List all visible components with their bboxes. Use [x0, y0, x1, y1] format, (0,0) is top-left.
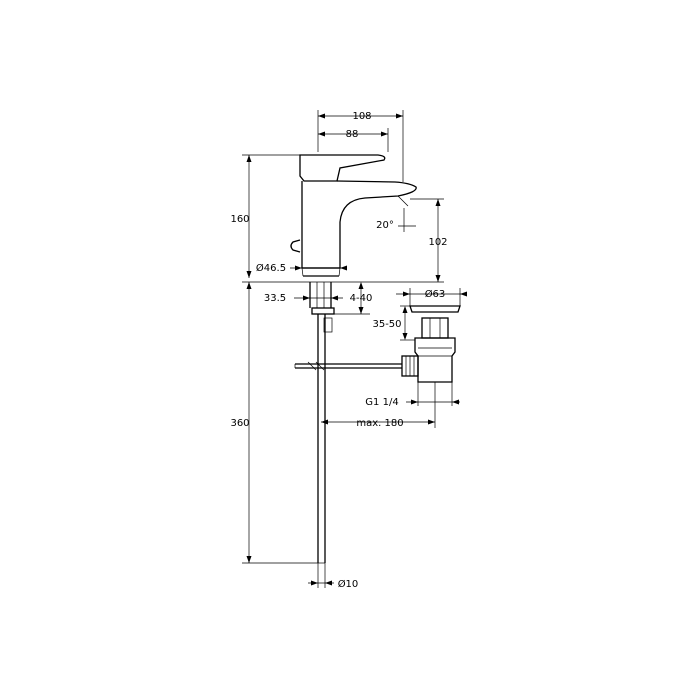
lever-handle — [299, 154, 386, 182]
dim-diameter-10: Ø10 — [338, 578, 359, 590]
dimension-lines: 108 88 160 20° 102 Ø46.5 33.5 — [230, 110, 467, 590]
dim-height-160: 160 — [230, 214, 249, 225]
mounting-nut — [311, 307, 335, 315]
dim-max-180: max. 180 — [356, 418, 403, 429]
dim-diameter-46-5: Ø46.5 — [256, 262, 286, 274]
connector — [323, 317, 333, 333]
dim-height-102: 102 — [428, 237, 447, 248]
waste-body — [414, 337, 456, 383]
waste-valve — [401, 305, 461, 383]
dim-offset-33-5: 33.5 — [264, 293, 286, 304]
dim-height-360: 360 — [230, 418, 249, 429]
popup-knob — [290, 239, 301, 253]
dim-range-4-40: 4-40 — [350, 293, 373, 304]
dim-width-108: 108 — [352, 111, 371, 122]
waste-plug — [421, 317, 449, 339]
dim-thread-g1-1-4: G1 1/4 — [365, 397, 398, 408]
mixer-body — [301, 180, 417, 269]
waste-flange — [409, 305, 461, 313]
mounting-assembly — [294, 282, 402, 564]
dim-range-35-50: 35-50 — [372, 319, 401, 330]
dim-width-88: 88 — [346, 129, 359, 140]
dim-angle-20: 20° — [376, 220, 394, 231]
faucet-body — [290, 154, 417, 277]
dim-diameter-63: Ø63 — [425, 288, 446, 300]
